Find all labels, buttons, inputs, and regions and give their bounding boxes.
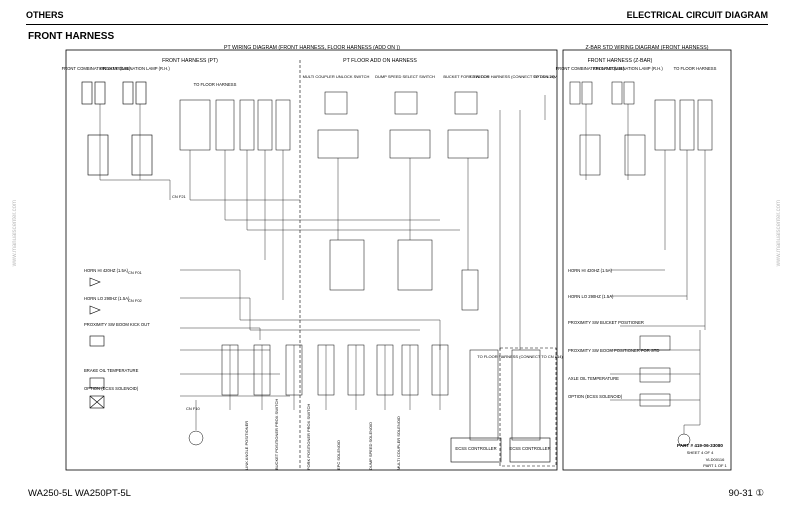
pt-lamp-symbols (81, 81, 153, 176)
pt-label-dump: DUMP SPEED SOLENOID (368, 422, 373, 470)
zbar-axle: AXLE OIL TEMPERATURE (568, 376, 619, 381)
pt-to-floor-l14b: TO FLOOR HARNESS (CONNECT TO CN L14) (477, 354, 563, 359)
ecss-controller-2: ECSS CONTROLLER (509, 446, 550, 451)
pt-connectors (179, 91, 541, 441)
pt-horn-lo: HORN LO 290HZ (1.5A) (84, 296, 130, 301)
header-rule (26, 24, 768, 25)
pt-option-ecss: OPTION (ECSS SOLENOID) (84, 386, 139, 391)
pt-switch-2: DUMP SPEED SELECT SWITCH (375, 74, 435, 79)
pt-lamp-lh: FRONT COMBINATION LAMP (L.H.) (62, 66, 131, 71)
pt-option-24v: OPTION 24V (533, 74, 557, 79)
pt-wires (99, 95, 546, 430)
pt-lamp-rh: FRONT COMBINATION LAMP (R.H.) (100, 66, 170, 71)
pt-switch-1: MULTI COUPLER UNLOCK SWITCH (303, 74, 370, 79)
zbar-prox: PROXIMITY SW BUCKET POSITIONER (568, 320, 644, 325)
zbar-part: PART # 419-06-33080 (677, 443, 723, 448)
footer-page: 90-31 ① (728, 488, 764, 499)
ecss-boxes (450, 347, 557, 467)
zbar-sheet: SHEET 4 OF 4 (687, 450, 714, 455)
pt-cn-f21: CN F21 (172, 194, 187, 199)
zbar-horn-hi: HORN HI 420HZ (1.5A) (568, 268, 613, 273)
zbar-part-of: PART 1 OF 1 (703, 463, 727, 468)
pt-label-bucket-pos: BUCKET POSITIONER PROX SWITCH (274, 399, 279, 470)
zbar-lamp-lh: FRONT COMBINATION LAMP (L.H.) (556, 66, 625, 71)
pt-panel-frame (65, 49, 558, 471)
pt-device-symbols (89, 277, 105, 409)
pt-label-multi: MULTI COUPLER SOLENOID (396, 416, 401, 470)
zbar-prox2: PROXIMITY SW BOOM POSITIONER FOR STD (568, 348, 659, 353)
pt-label-fork-pos: FORK POSITIONER PROX SWITCH (306, 404, 311, 470)
pt-cn-f10: CN F10 (186, 406, 201, 411)
ecss-controller-1: ECSS CONTROLLER (455, 446, 496, 451)
pt-sub-right: PT FLOOR ADD ON HARNESS (343, 58, 417, 64)
zbar-panel-title: Z-BAR STD WIRING DIAGRAM (FRONT HARNESS) (586, 45, 709, 51)
pt-sub-left: FRONT HARNESS (PT) (162, 58, 218, 64)
zbar-components (569, 81, 713, 447)
pt-cn-f01: CN F01 (128, 270, 143, 275)
pt-cn-f02: CN F02 (128, 298, 143, 303)
zbar-wires (585, 104, 706, 434)
pt-brake: BRAKE OIL TEMPERATURE (84, 368, 139, 373)
header-right: ELECTRICAL CIRCUIT DIAGRAM (626, 10, 768, 20)
pt-panel-title: PT WIRING DIAGRAM (FRONT HARNESS, FLOOR … (224, 45, 400, 51)
section-title: FRONT HARNESS (28, 31, 115, 42)
pt-bottom-labels: LINK ANGLE POSITIONER BUCKET POSITIONER … (244, 399, 401, 470)
page-header: OTHERS ELECTRICAL CIRCUIT DIAGRAM (26, 8, 768, 24)
pt-label-link-angle: LINK ANGLE POSITIONER (244, 421, 249, 470)
header-left: OTHERS (26, 10, 64, 20)
zbar-vld: VLD00116 (706, 457, 725, 462)
zbar-horn-lo: HORN LO 290HZ (1.5A) (568, 294, 614, 299)
pt-bottom-components (188, 344, 449, 446)
pt-to-floor-l14: TO FLOOR HARNESS (CONNECT TO CN L14) (469, 74, 555, 79)
pt-switch-3: BUCKET FORK SWITCH (443, 74, 488, 79)
pt-label-epc: EPC SOLENOID (336, 440, 341, 470)
zbar-lamp-rh: FRONT COMBINATION LAMP (R.H.) (593, 66, 663, 71)
zbar-to-floor: TO FLOOR HARNESS (674, 66, 717, 71)
zbar-panel-frame (562, 49, 732, 471)
footer-model: WA250-5L WA250PT-5L (28, 488, 131, 499)
pt-prox: PROXIMITY SW BOOM KICK OUT (84, 322, 150, 327)
zbar-option-ecss: OPTION (ECSS SOLENOID) (568, 394, 623, 399)
pt-horn-hi: HORN HI 420HZ (1.5A) (84, 268, 129, 273)
zbar-sub: FRONT HARNESS (Z-BAR) (588, 58, 653, 64)
pt-to-floor: TO FLOOR HARNESS (194, 82, 237, 87)
